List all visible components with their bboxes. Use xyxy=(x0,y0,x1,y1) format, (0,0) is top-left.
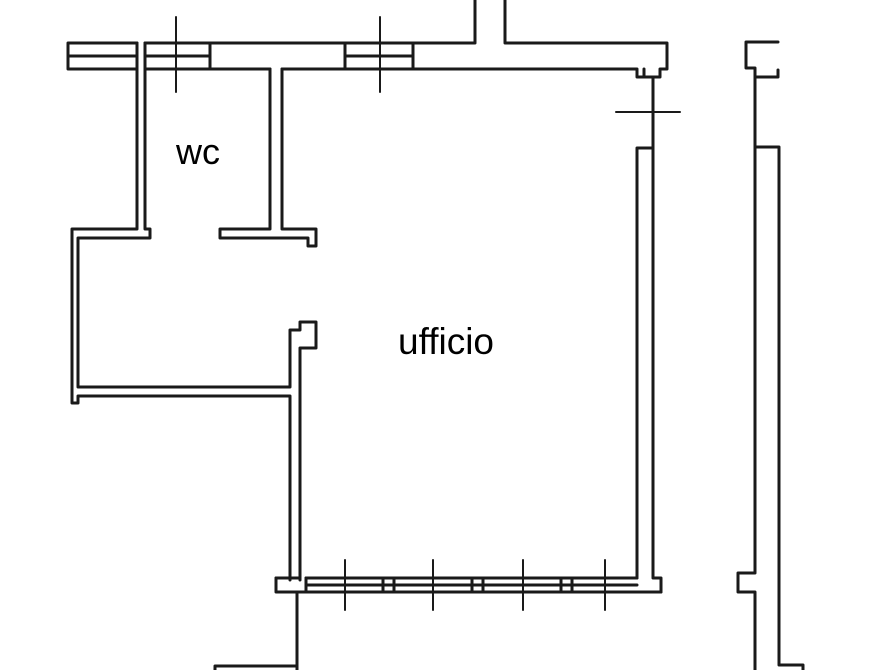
bottom-window-ticks xyxy=(344,559,606,611)
ufficio-right-wall xyxy=(615,75,681,594)
top-wall xyxy=(66,0,669,79)
top-window-left xyxy=(143,16,212,93)
bottom-wall xyxy=(213,576,663,670)
wc-walls xyxy=(70,41,318,582)
room-label-ufficio: ufficio xyxy=(398,321,494,362)
far-right-wall xyxy=(736,40,805,670)
room-label-wc: wc xyxy=(176,131,220,172)
top-window-right xyxy=(343,16,415,93)
